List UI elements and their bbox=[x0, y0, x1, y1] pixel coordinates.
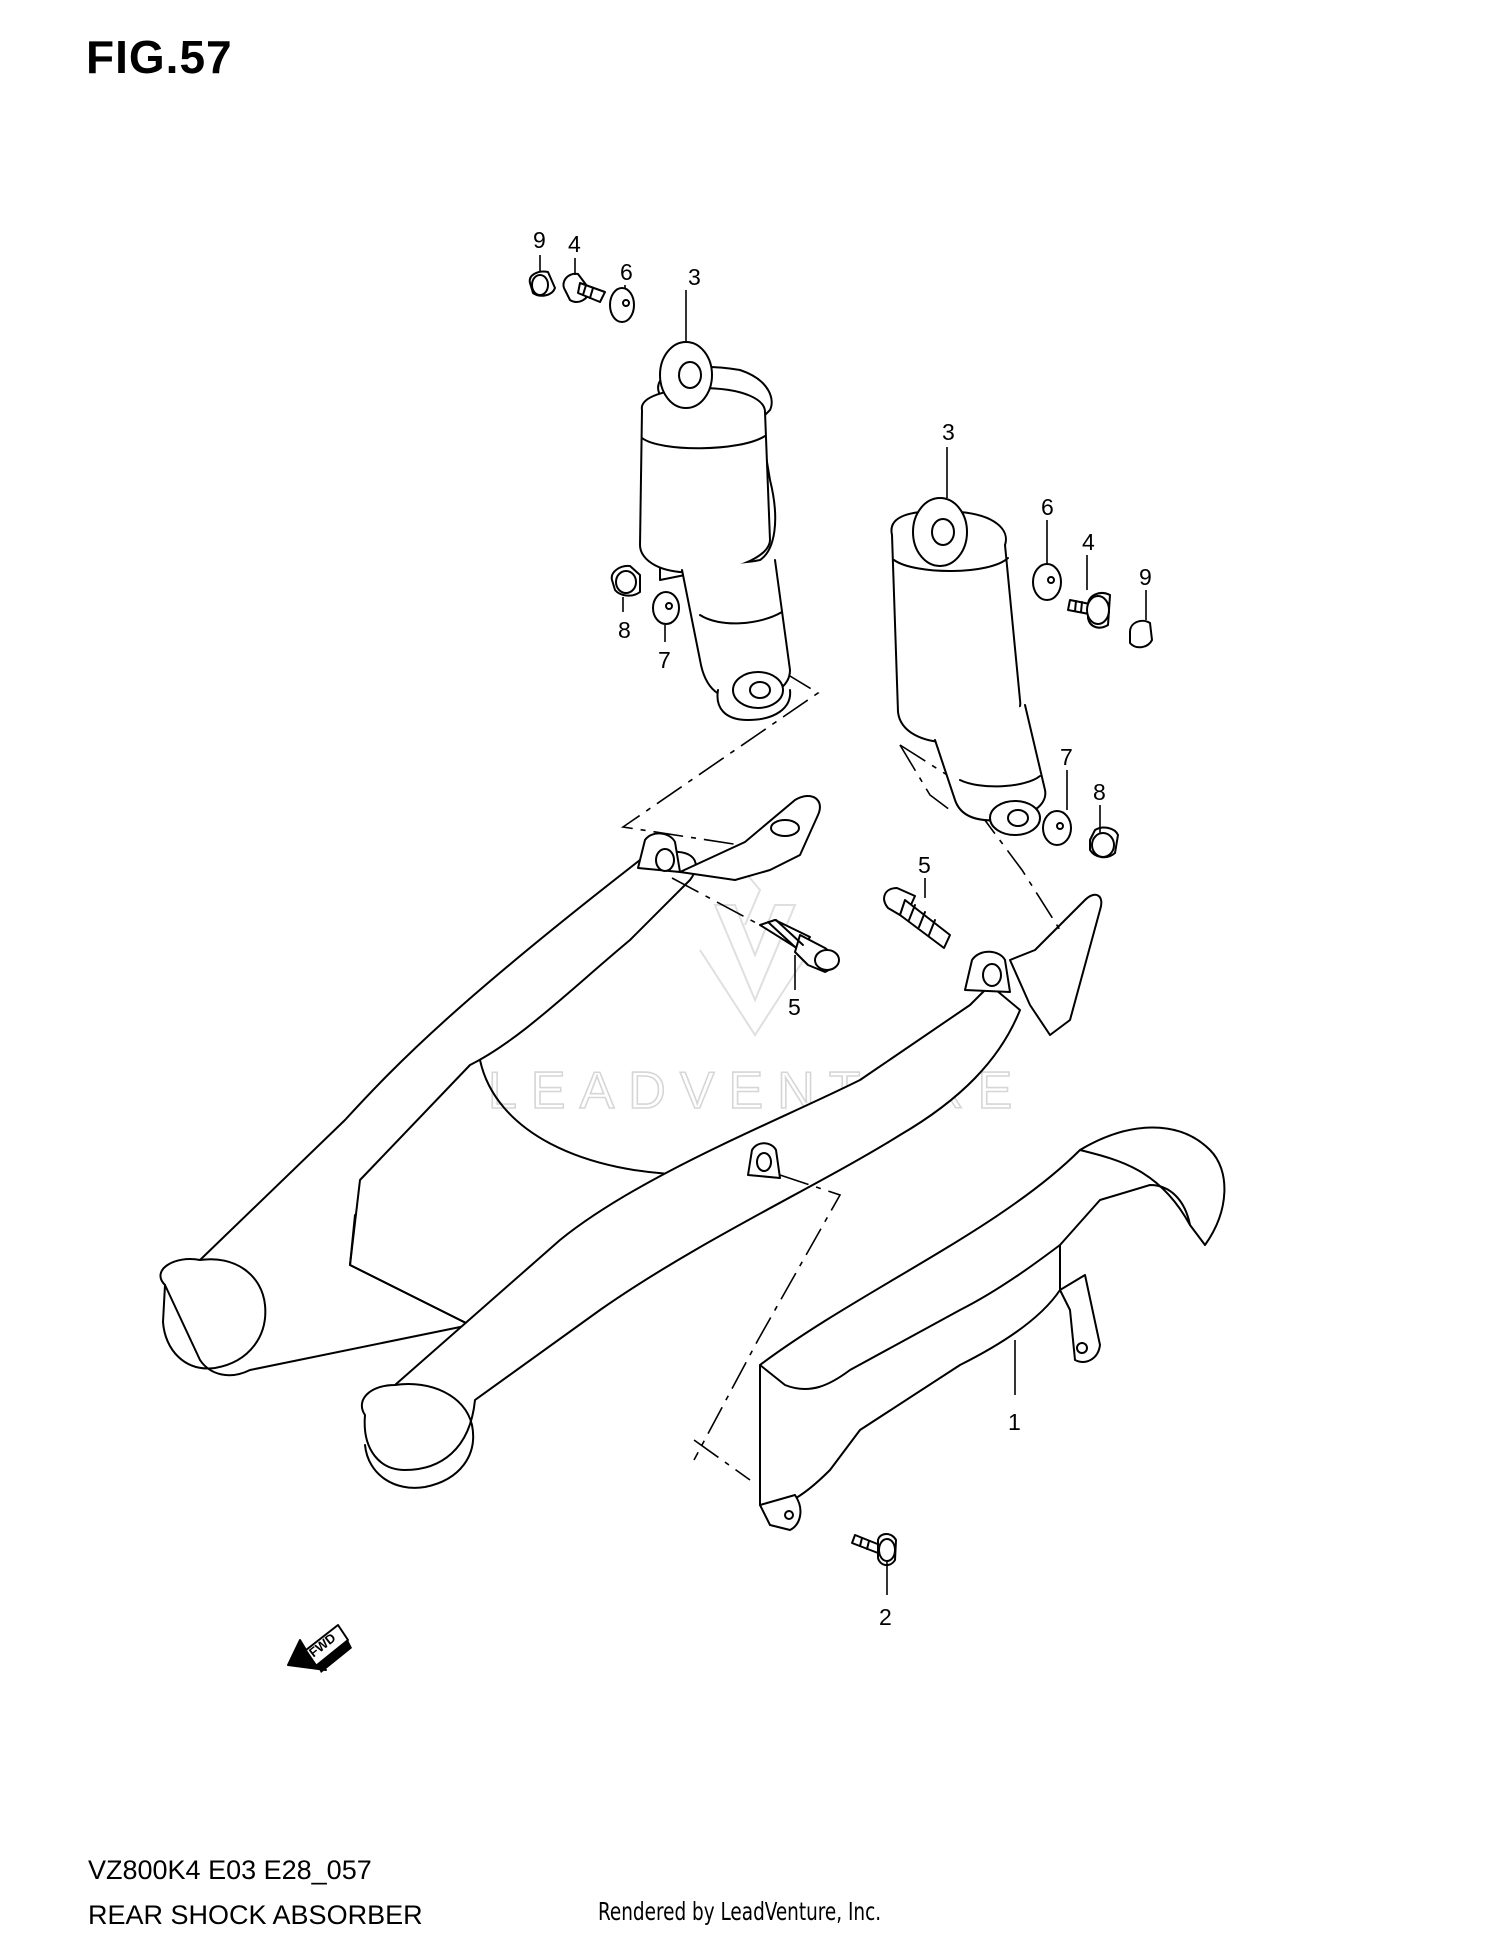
chain-case-bolt bbox=[851, 1533, 897, 1566]
fasteners-upper-left bbox=[528, 270, 635, 323]
model-code: VZ800K4 E03 E28_057 bbox=[88, 1855, 372, 1885]
callout-7-right[interactable]: 7 bbox=[1060, 744, 1073, 770]
callout-labels: 1 2 3 3 4 4 5 5 6 6 7 7 8 8 9 9 bbox=[533, 227, 1152, 1630]
callout-8-right[interactable]: 8 bbox=[1093, 779, 1106, 805]
callout-6-left[interactable]: 6 bbox=[620, 259, 633, 285]
rendered-by-credit: Rendered by LeadVenture, Inc. bbox=[598, 1897, 882, 1926]
callout-9-right[interactable]: 9 bbox=[1139, 564, 1152, 590]
alignment-lines bbox=[620, 672, 1061, 1481]
bolt-right bbox=[883, 887, 951, 949]
callout-3-left[interactable]: 3 bbox=[688, 264, 701, 290]
callout-6-right[interactable]: 6 bbox=[1041, 494, 1054, 520]
fasteners-upper-right bbox=[1032, 563, 1153, 649]
callout-2[interactable]: 2 bbox=[879, 1604, 892, 1630]
bolt-left bbox=[759, 919, 840, 973]
callout-5-right[interactable]: 5 bbox=[918, 852, 931, 878]
callout-4-right[interactable]: 4 bbox=[1082, 529, 1095, 555]
callout-4-left[interactable]: 4 bbox=[568, 231, 581, 257]
forward-arrow-icon: FWD bbox=[287, 1624, 352, 1673]
callout-7-left[interactable]: 7 bbox=[658, 647, 671, 673]
callout-3-right[interactable]: 3 bbox=[942, 419, 955, 445]
section-name: REAR SHOCK ABSORBER bbox=[88, 1900, 423, 1930]
fasteners-lower-left bbox=[610, 564, 680, 625]
callout-9-left[interactable]: 9 bbox=[533, 227, 546, 253]
callout-8-left[interactable]: 8 bbox=[618, 617, 631, 643]
callout-5-left[interactable]: 5 bbox=[788, 994, 801, 1020]
swingarm bbox=[159, 795, 1103, 1489]
callout-1[interactable]: 1 bbox=[1008, 1409, 1021, 1435]
shock-absorber-right bbox=[890, 497, 1047, 836]
figure-title: FIG.57 bbox=[86, 31, 233, 83]
leader-lines bbox=[539, 255, 1147, 1595]
chain-case bbox=[759, 1126, 1226, 1531]
fasteners-lower-right bbox=[1042, 810, 1119, 859]
shock-absorber-left bbox=[639, 341, 792, 721]
